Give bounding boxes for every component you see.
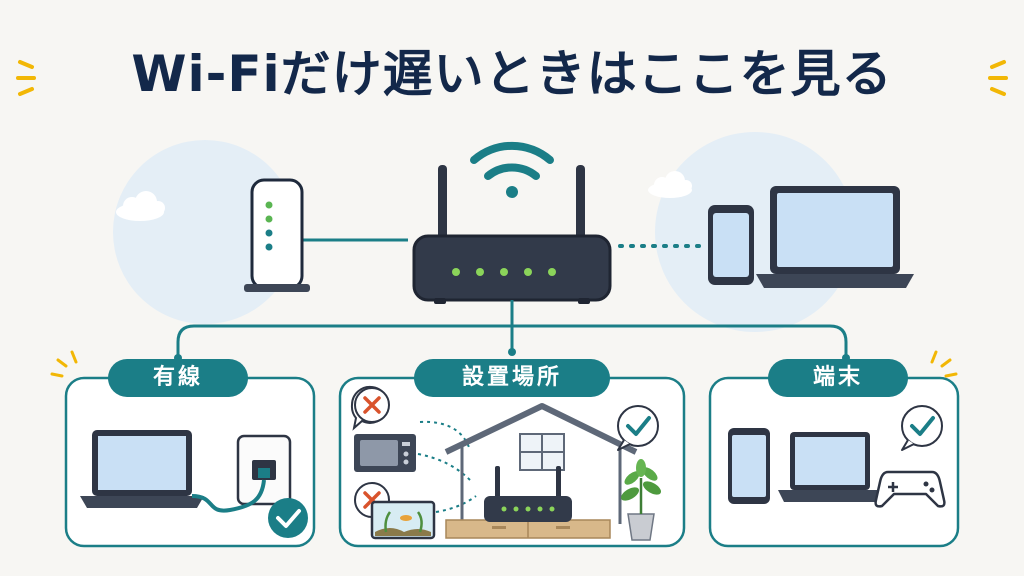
laptop-icon: [756, 186, 914, 288]
section-label-wired: 有線: [108, 359, 248, 397]
check-icon: [901, 405, 943, 451]
house-icon: [444, 403, 638, 539]
check-icon: [617, 405, 659, 451]
microwave-icon: [354, 434, 416, 472]
section-label-placement: 設置場所: [414, 359, 610, 397]
branch-node: [508, 348, 516, 356]
router-icon: [484, 466, 572, 522]
page-title: Wi-Fiだけ遅いときはここを見る: [131, 45, 893, 103]
wifi-icon: [470, 141, 554, 198]
lan-port-icon: [236, 434, 292, 506]
game-controller-icon: [874, 470, 946, 508]
cloud-icon: [648, 171, 692, 198]
title-sparkle-right: [988, 60, 1008, 96]
cross-icon: [350, 385, 390, 431]
lan-cable: [191, 479, 266, 513]
branch-connector: [176, 300, 848, 358]
panel-sparkle: [50, 350, 958, 378]
smartphone-icon: [708, 205, 754, 285]
check-icon: [268, 498, 308, 538]
title-sparkle-left: [16, 60, 36, 96]
plant-icon: [620, 459, 662, 541]
aquarium-icon: [370, 500, 436, 540]
interference-path: [417, 453, 471, 481]
router-icon: [412, 165, 612, 304]
laptop-icon: [80, 430, 204, 508]
onu-modem-icon: [244, 178, 310, 292]
cloud-icon: [116, 191, 165, 221]
section-label-device: 端末: [768, 359, 908, 397]
interference-path: [435, 495, 477, 513]
smartphone-icon: [728, 428, 770, 504]
laptop-icon: [778, 432, 882, 502]
